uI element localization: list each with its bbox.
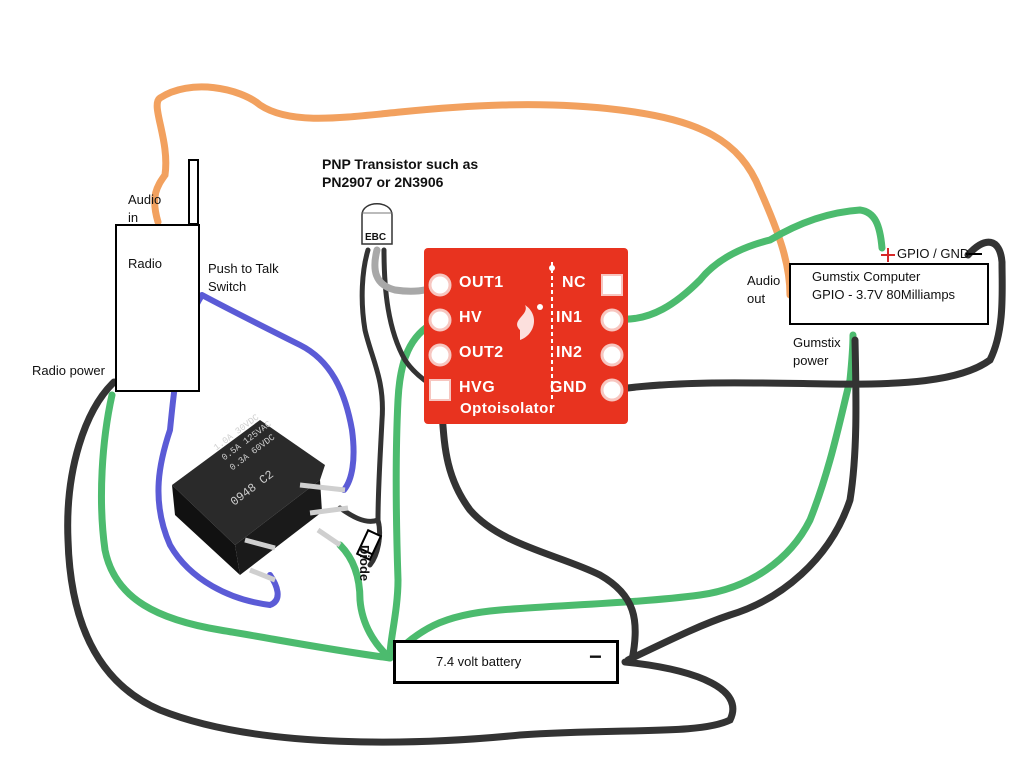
opto-title: Optoisolator: [460, 400, 556, 417]
green-wire-gumstix-power: [386, 331, 857, 662]
transistor-lead-left: [359, 247, 385, 523]
gpio-gnd-label: GPIO / GND: [897, 246, 970, 261]
transistor-label: PNP Transistor such as PN2907 or 2N3906: [322, 156, 479, 190]
opto-pin-nc: NC: [562, 274, 587, 291]
opto-pin-out2: OUT2: [459, 344, 504, 361]
optoisolator-board: [424, 248, 628, 424]
opto-pin-out1: OUT1: [459, 274, 504, 291]
radio-antenna: [188, 159, 199, 225]
gpio-plus-icon: [881, 248, 895, 262]
opto-pin-in1: IN1: [556, 309, 583, 326]
black-wire-battery-loop: [64, 378, 737, 746]
black-wire-gnd: [608, 238, 1006, 394]
diode: [355, 528, 383, 562]
green-wire-in1: [608, 206, 886, 323]
opto-pin-hv: HV: [459, 309, 483, 326]
black-wire-gumstix-ground: [624, 336, 860, 664]
green-wire-relay: [336, 541, 394, 662]
push-to-talk-label: Push to Talk Switch: [208, 261, 279, 294]
black-wire-hvg: [436, 388, 639, 664]
relay: [172, 420, 349, 583]
radio-box: [115, 224, 200, 392]
green-wire-radio-power: [98, 391, 394, 662]
battery-minus-icon: −: [589, 644, 602, 669]
gumstix-box: [789, 263, 989, 325]
green-wire-hv: [386, 318, 439, 659]
radio-power-label: Radio power: [32, 363, 105, 378]
battery-box: [393, 640, 619, 684]
ebc-label: EBC: [365, 232, 387, 243]
opto-pin-hvg: HVG: [459, 379, 496, 396]
audio-in-label: Audio in: [128, 192, 162, 225]
audio-out-label: Audio out: [747, 273, 781, 306]
opto-pin-in2: IN2: [556, 344, 583, 361]
diode-label: Diode: [357, 545, 372, 582]
gumstix-gpio: GPIO - 3.7V 80Milliamps: [812, 287, 956, 302]
battery-label: 7.4 volt battery: [436, 654, 522, 669]
radio-label: Radio: [128, 256, 162, 271]
gumstix-power-label: Gumstix power: [793, 335, 841, 368]
opto-pin-gnd: GND: [550, 379, 588, 396]
audio-wire: [151, 83, 794, 299]
gumstix-title: Gumstix Computer: [812, 269, 921, 284]
transistor: [361, 203, 393, 245]
